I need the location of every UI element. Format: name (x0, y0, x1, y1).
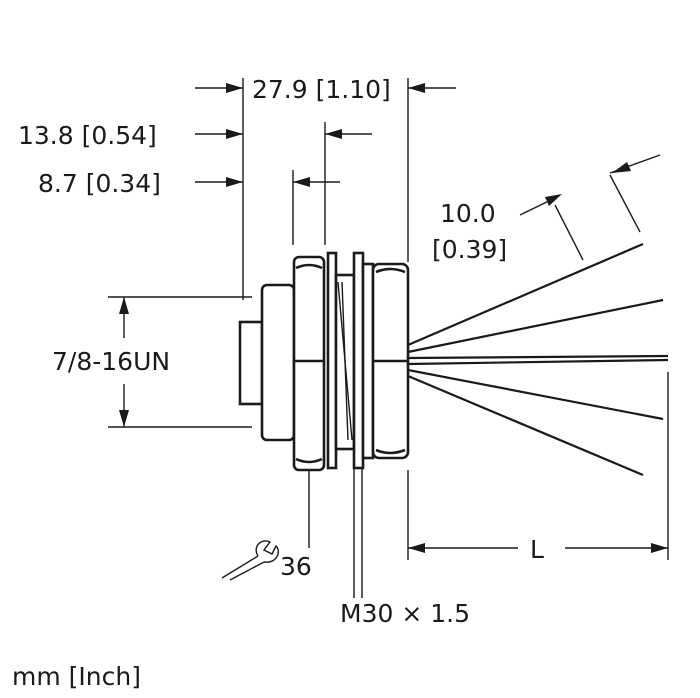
wire-strip-inch-label: [0.39] (432, 235, 507, 264)
wrench-size-label: 36 (280, 552, 312, 581)
wire-strip-dimension: 10.0 [0.39] (432, 154, 661, 264)
length-2-dimension: 13.8 [0.54] (18, 121, 372, 245)
thread-dimension: 7/8-16UN (52, 296, 252, 428)
wrench-icon (221, 540, 280, 581)
cable-length-dimension: L (407, 372, 669, 564)
overall-length-dimension: 27.9 [1.10] (195, 75, 456, 300)
connector-body (238, 251, 410, 472)
length-3-label: 8.7 [0.34] (38, 169, 161, 198)
mount-thread-label: M30 × 1.5 (340, 599, 470, 628)
length-2-label: 13.8 [0.54] (18, 121, 157, 150)
wrench-size-callout: 36 (221, 470, 312, 581)
cable-length-label: L (530, 535, 544, 564)
thread-label: 7/8-16UN (52, 347, 170, 376)
length-3-dimension: 8.7 [0.34] (38, 169, 340, 245)
overall-length-label: 27.9 [1.10] (252, 75, 391, 104)
units-note: mm [Inch] (12, 662, 141, 691)
cable-wires (407, 242, 669, 477)
mount-thread-callout: M30 × 1.5 (340, 468, 470, 628)
wire-strip-label: 10.0 (440, 199, 496, 228)
